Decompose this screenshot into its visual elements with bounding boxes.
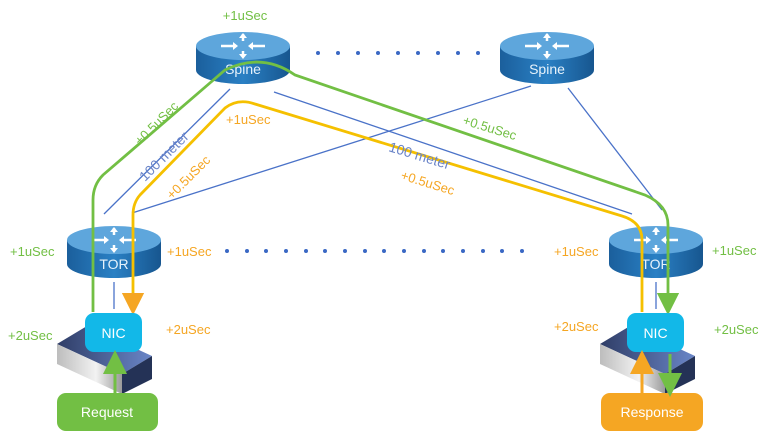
link-spine-right-tor-left: [131, 85, 532, 214]
tor-right-orange-label: +1uSec: [554, 244, 599, 259]
svg-text:NIC: NIC: [101, 325, 125, 341]
svg-text:Response: Response: [620, 404, 683, 420]
link-spine-left-tor-right: [273, 91, 633, 215]
svg-text:Request: Request: [81, 404, 133, 420]
nic-left: NIC: [85, 313, 142, 352]
response-path: [121, 100, 644, 316]
nic-left-green-label: +2uSec: [8, 328, 53, 343]
tor-dots: [225, 249, 524, 253]
nic-right-green-label: +2uSec: [714, 322, 759, 337]
link-right-green-label: +0.5uSec: [461, 113, 519, 144]
nic-left-orange-label: +2uSec: [166, 322, 211, 337]
svg-text:TOR: TOR: [99, 256, 128, 272]
tor-left-switch: TOR: [65, 224, 163, 280]
spine-dots: [316, 51, 480, 55]
tor-right-switch: TOR: [607, 224, 705, 280]
response-box: Response: [601, 393, 703, 431]
link-right-orange-label: +0.5uSec: [399, 168, 457, 199]
link-spine-left-tor-left: [103, 88, 231, 215]
tor-left-green-label: +1uSec: [10, 244, 55, 259]
nic-right-orange-label: +2uSec: [554, 319, 599, 334]
svg-text:TOR: TOR: [641, 256, 670, 272]
spine-right-router: Spine: [498, 30, 596, 86]
tor-right-green-label: +1uSec: [712, 243, 757, 258]
svg-text:NIC: NIC: [643, 325, 667, 341]
link-spine-right-tor-right: [567, 87, 663, 211]
spine-left-router: Spine: [194, 30, 292, 86]
tor-left-orange-label: +1uSec: [167, 244, 212, 259]
request-box: Request: [57, 393, 158, 431]
svg-text:Spine: Spine: [529, 61, 565, 77]
link-right-distance-label: 100 meter: [387, 139, 452, 173]
nic-right: NIC: [627, 313, 684, 352]
spine-delay-label: +1uSec: [223, 8, 268, 23]
spine-orange-label: +1uSec: [226, 112, 271, 127]
request-path: [91, 60, 680, 316]
